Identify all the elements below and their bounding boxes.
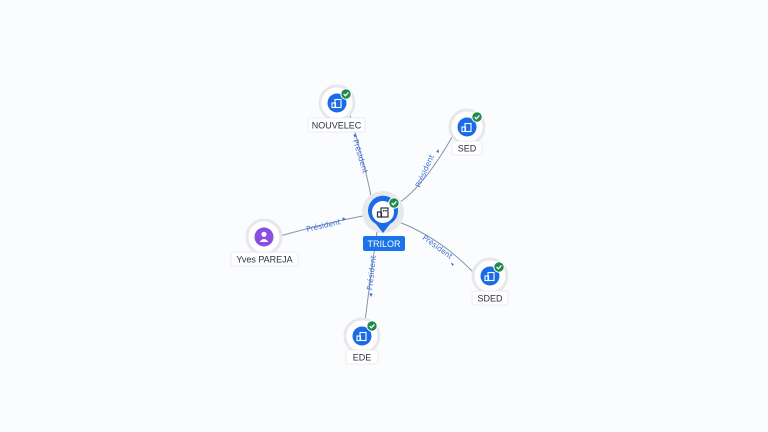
building-icon (376, 207, 389, 218)
edge-arrow-sded (450, 262, 454, 266)
person-icon (259, 231, 269, 242)
node-nouvelec[interactable]: NOUVELEC (307, 84, 366, 133)
node-label-sed: SED (458, 144, 477, 154)
edge-label-sed: Président (413, 153, 435, 189)
center-node-label-bg (363, 236, 405, 251)
building-icon (356, 331, 367, 342)
verified-check-icon (366, 320, 378, 332)
node-label-yves-pareja: Yves PAREJA (236, 255, 292, 265)
edge-arrow-nouvelec (353, 134, 357, 138)
node-label-sded: SDED (477, 294, 503, 304)
center-node-label: TRILOR (367, 239, 401, 249)
node-yves-pareja[interactable]: Yves PAREJA (230, 218, 299, 267)
edge-yves (279, 214, 369, 237)
node-ede[interactable]: EDE (343, 317, 381, 365)
node-label-ede: EDE (353, 353, 372, 363)
edge-sded (398, 221, 474, 273)
verified-check-icon (340, 88, 352, 100)
building-icon (484, 271, 495, 282)
verified-check-icon (471, 111, 483, 123)
edge-arrow-ede (369, 293, 373, 297)
edge-arrow-sed (436, 149, 440, 153)
edge-label-nouvelec: Président (351, 138, 370, 174)
edge-label-sded: Président (421, 233, 455, 261)
edge-sed (399, 131, 456, 203)
node-sded[interactable]: SDED (471, 257, 509, 306)
edge-arrow-yves (342, 217, 346, 221)
edge-label-yves: Président (305, 217, 341, 234)
building-icon (331, 98, 342, 109)
center-node-trilor[interactable]: TRILOR (362, 191, 405, 251)
verified-check-icon (493, 261, 505, 273)
node-sed[interactable]: SED (448, 108, 486, 156)
verified-check-icon (388, 197, 400, 209)
node-label-nouvelec: NOUVELEC (312, 121, 362, 131)
edge-label-ede: Président (365, 255, 378, 291)
building-icon (461, 122, 472, 133)
